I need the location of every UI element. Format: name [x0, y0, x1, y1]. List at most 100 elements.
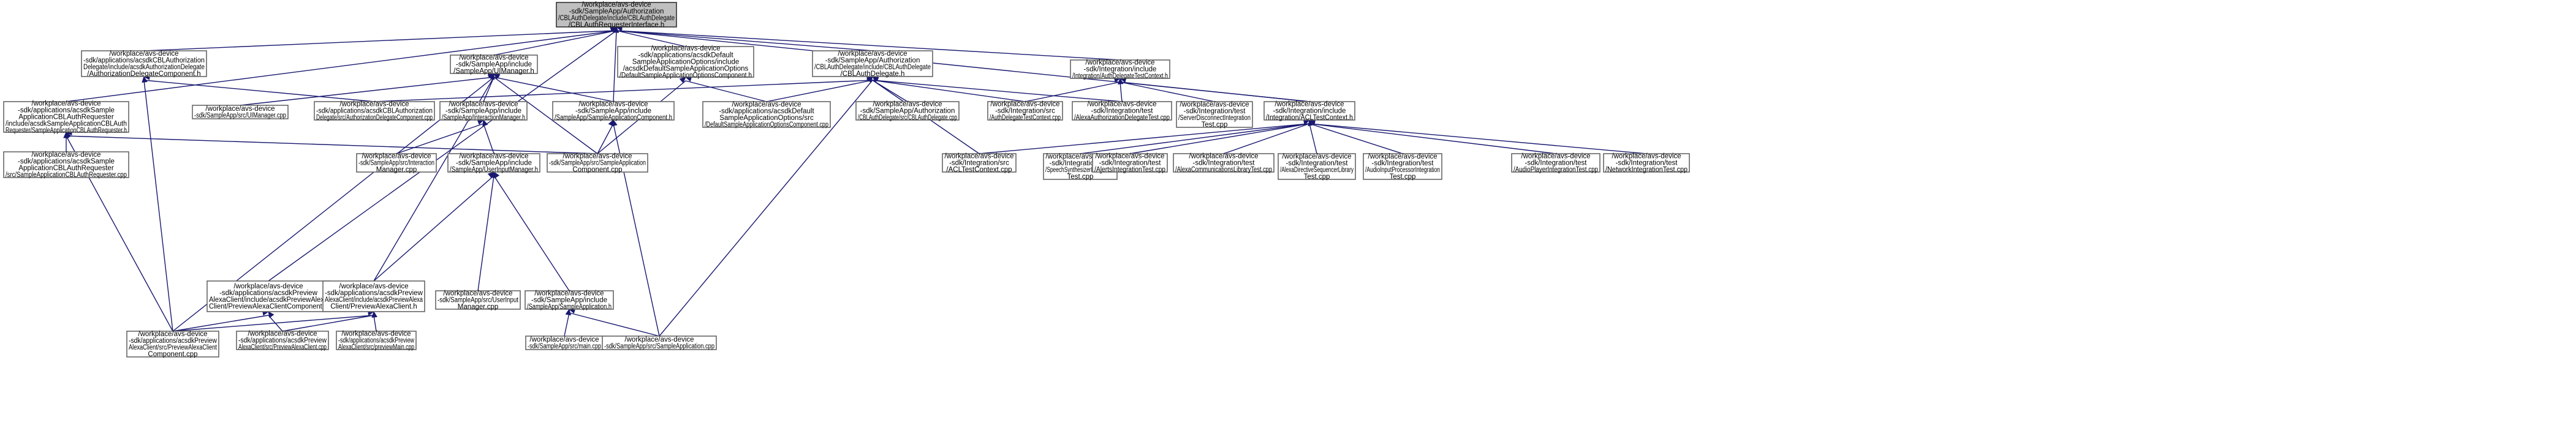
- edge-line: [172, 315, 374, 332]
- node-box: [855, 101, 960, 121]
- node-label-line: /workplace/avs-device: [990, 101, 1059, 108]
- node-box: [336, 331, 417, 350]
- node-n-defaultopts-h[interactable]: /workplace/avs-device-sdk/applications/a…: [617, 45, 754, 80]
- edge-line: [1119, 81, 1310, 102]
- node-label-line: /include/acsdkSampleApplicationCBLAuth: [6, 121, 127, 128]
- node-label-line: -sdk/Integration/test: [1525, 160, 1588, 167]
- node-label-line: -sdk/Integration/test: [1286, 160, 1349, 167]
- edge-n-appcomponent-cpp-to-n-uimanager-h: [493, 73, 598, 154]
- edge-arrowhead: [142, 75, 148, 83]
- node-label-line: Client/PreviewAlexaClient.h: [330, 303, 417, 310]
- node-label-line: /workplace/avs-device: [1282, 153, 1351, 160]
- edge-line: [1309, 123, 1403, 154]
- node-label-line: /NetworkIntegrationTest.cpp: [1605, 167, 1688, 174]
- edge-n-appcomponent-h-to-n-uimanager-h: [493, 72, 614, 102]
- node-box: [206, 280, 330, 312]
- node-n-acltestctx-cpp[interactable]: /workplace/avs-device-sdk/Integration/sr…: [942, 153, 1017, 174]
- node-box: [617, 46, 754, 78]
- node-n-previewclient-cpp[interactable]: /workplace/avs-device-sdk/applications/a…: [236, 331, 329, 351]
- node-label-line: -sdk/Integration/src: [949, 160, 1009, 167]
- node-n-interactionmgr-cpp[interactable]: /workplace/avs-device-sdk/SampleApp/src/…: [356, 153, 437, 174]
- node-box: [987, 101, 1063, 121]
- node-n-uimanager-cpp[interactable]: /workplace/avs-device-sdk/SampleApp/src/…: [192, 105, 289, 119]
- edge-line: [872, 80, 1123, 102]
- node-label-line: -sdk/SampleApp/include: [531, 297, 607, 304]
- node-label-line: -sdk/SampleApp/include: [456, 61, 532, 69]
- node-n-appcomponent-h[interactable]: /workplace/avs-device-sdk/SampleApp/incl…: [552, 101, 675, 122]
- node-n-authdelegatetestctx-cpp[interactable]: /workplace/avs-device-sdk/Integration/sr…: [987, 101, 1063, 122]
- node-n-appcomponent-cpp[interactable]: /workplace/avs-device-sdk/SampleApp/src/…: [547, 153, 648, 174]
- node-n-interactionmgr-h[interactable]: /workplace/avs-device-sdk/SampleApp/incl…: [439, 101, 528, 122]
- node-label-line: /workplace/avs-device: [1612, 153, 1681, 160]
- node-n-directiveseq-cpp[interactable]: /workplace/avs-device-sdk/Integration/te…: [1278, 153, 1356, 181]
- node-n-alerts-cpp[interactable]: /workplace/avs-device-sdk/Integration/te…: [1092, 153, 1168, 174]
- node-n-audioinput-cpp[interactable]: /workplace/avs-device-sdk/Integration/te…: [1363, 153, 1442, 181]
- node-box: [1070, 59, 1170, 79]
- edge-line: [1223, 123, 1310, 154]
- node-label-line: AlexaClient/src/PreviewAlexaClient: [129, 344, 218, 351]
- node-label-line: Component.cpp: [572, 167, 622, 174]
- node-n-previewcomp-cpp[interactable]: /workplace/avs-device-sdk/applications/a…: [126, 331, 219, 358]
- node-box: [439, 101, 528, 121]
- node-n-alexacomms-cpp[interactable]: /workplace/avs-device-sdk/Integration/te…: [1173, 153, 1275, 174]
- node-label-line: /src/SampleApplicationCBLAuthRequester.c…: [6, 171, 127, 179]
- node-label-line: -sdk/applications/acsdkSample: [18, 158, 115, 165]
- node-label-line: /SampleApp/SampleApplicationComponent.h: [555, 114, 672, 122]
- node-label-line: Client/PreviewAlexaClientComponent.h: [209, 303, 328, 310]
- node-n-sampleapp-h[interactable]: /workplace/avs-device-sdk/SampleApp/incl…: [525, 290, 614, 311]
- node-n-previewclient-h[interactable]: /workplace/avs-device-sdk/applications/a…: [322, 280, 425, 312]
- node-box: [525, 290, 614, 310]
- node-n-audioplayer-cpp[interactable]: /workplace/avs-device-sdk/Integration/te…: [1511, 153, 1601, 174]
- node-n-cblauthdelegate-h[interactable]: /workplace/avs-device-sdk/SampleApp/Auth…: [812, 50, 933, 78]
- edge-n-previewcomp-cpp-to-n-previewcomp-h: [172, 310, 270, 332]
- edge-arrowhead: [371, 310, 377, 318]
- node-n-cblauthdelegate-cpp[interactable]: /workplace/avs-device-sdk/SampleApp/Auth…: [855, 101, 960, 122]
- edge-line: [1309, 123, 1317, 154]
- node-n-network-cpp[interactable]: /workplace/avs-device-sdk/Integration/te…: [1603, 153, 1690, 174]
- node-label-line: /workplace/avs-device: [1275, 101, 1344, 108]
- edge-n-appcomponent-cpp-to-n-apprequester-h: [65, 129, 598, 154]
- node-label-line: /AuthDelegateTestContext.cpp: [990, 114, 1061, 122]
- node-label-line: /workplace/avs-device: [534, 290, 604, 298]
- node-label-line: -sdk/applications/acsdkPreview: [129, 337, 218, 345]
- node-n-serverdisconnect-cpp[interactable]: /workplace/avs-device-sdk/Integration/te…: [1176, 101, 1253, 129]
- node-n-apprequester-h[interactable]: /workplace/avs-device-sdk/applications/a…: [3, 100, 129, 135]
- node-label-line: /SampleApp/SampleApplication.h: [527, 304, 612, 311]
- node-n-apprequester-cpp[interactable]: /workplace/avs-device-sdk/applications/a…: [3, 151, 129, 179]
- node-n-authdelegatecomp-h[interactable]: /workplace/avs-device-sdk/applications/a…: [81, 50, 207, 78]
- node-label-line: -sdk/Integration/test: [1091, 108, 1154, 115]
- node-n-sampleapp-cpp[interactable]: /workplace/avs-device-sdk/SampleApp/src/…: [602, 335, 717, 350]
- node-label-line: -sdk/Integration/test: [1193, 160, 1256, 167]
- node-n-previewcomp-h[interactable]: /workplace/avs-device-sdk/applications/a…: [206, 280, 330, 312]
- node-label-line: -sdk/Integration/test: [1099, 160, 1162, 167]
- node-label-line: /CBLAuthDelegate/include/CBLAuthDelegate: [814, 64, 931, 71]
- node-box: [547, 153, 648, 173]
- node-n-alexaauthtest-cpp[interactable]: /workplace/avs-device-sdk/Integration/te…: [1072, 101, 1172, 122]
- node-n-authdelegatecomp-cpp[interactable]: /workplace/avs-device-sdk/applications/a…: [314, 101, 435, 122]
- node-n-userinputmgr-cpp[interactable]: /workplace/avs-device-sdk/SampleApp/src/…: [435, 290, 521, 311]
- node-label-line: /workplace/avs-device: [459, 153, 528, 160]
- node-label-line: ApplicationCBLAuthRequester: [18, 114, 114, 121]
- node-label-line: -sdk/SampleApp/src/UserInput: [438, 297, 519, 304]
- node-label-line: -sdk/applications/acsdkPreview: [238, 337, 327, 345]
- node-n-uimanager-h[interactable]: /workplace/avs-device-sdk/SampleApp/incl…: [450, 54, 538, 75]
- node-label-line: Delegate/src/AuthorizationDelegateCompon…: [316, 114, 433, 122]
- edge-line: [872, 80, 1026, 102]
- node-box: [1092, 153, 1168, 173]
- node-n-acltestctx-h[interactable]: /workplace/avs-device-sdk/Integration/in…: [1263, 101, 1355, 122]
- edge-line: [569, 312, 660, 337]
- edge-line: [597, 123, 614, 154]
- node-root[interactable]: /workplace/avs-device-sdk/SampleApp/Auth…: [556, 1, 677, 29]
- node-n-authdelegatetestctx-h[interactable]: /workplace/avs-device-sdk/Integration/in…: [1070, 59, 1170, 80]
- node-n-previewmain-cpp[interactable]: /workplace/avs-device-sdk/applications/a…: [336, 331, 417, 351]
- node-label-line: /workplace/avs-device: [732, 101, 801, 108]
- node-label-line: /workplace/avs-device: [651, 45, 720, 53]
- node-box: [126, 331, 219, 358]
- node-n-userinputmgr-h[interactable]: /workplace/avs-device-sdk/SampleApp/incl…: [447, 153, 540, 174]
- node-n-defaultopts-cpp[interactable]: /workplace/avs-device-sdk/applications/a…: [702, 101, 831, 129]
- node-n-main-cpp[interactable]: /workplace/avs-device-sdk/SampleApp/src/…: [525, 335, 604, 350]
- edge-line: [493, 77, 614, 102]
- node-label-line: Delegate/include/acsdkAuthorizationDeleg…: [83, 64, 205, 71]
- node-label-line: -sdk/applications/acsdkPreview: [219, 290, 317, 297]
- edge-line: [1309, 123, 1556, 154]
